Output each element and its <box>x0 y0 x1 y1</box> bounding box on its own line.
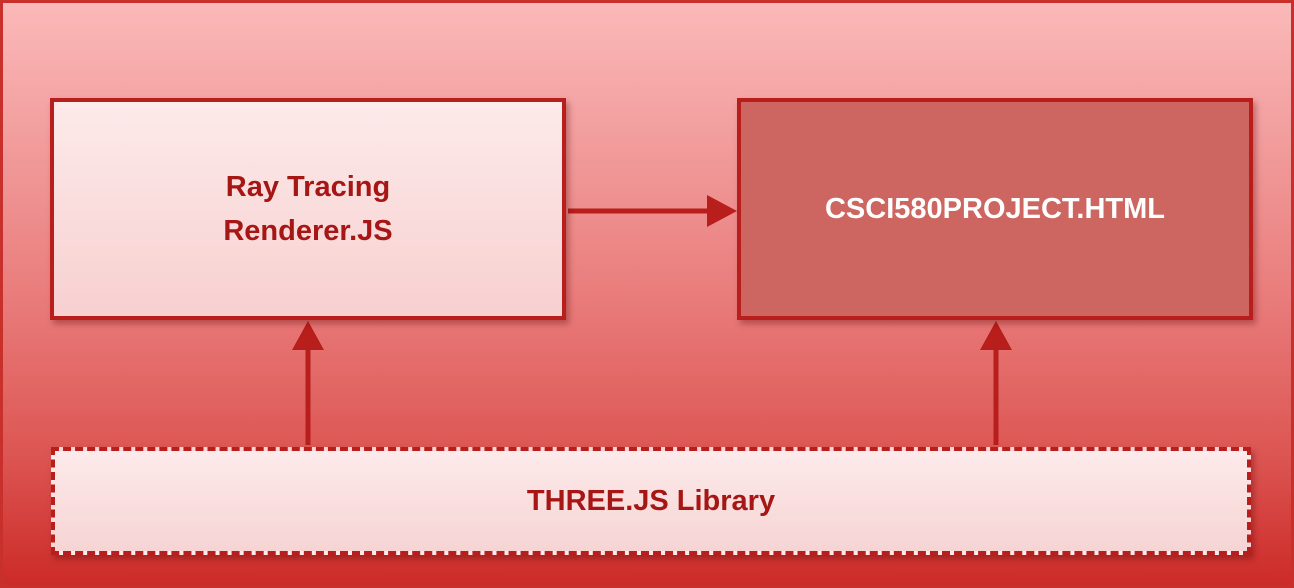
renderer-label: Ray Tracing Renderer.JS <box>223 165 392 253</box>
html-file-label: CSCI580PROJECT.HTML <box>824 192 1165 225</box>
renderer-label-line1: Ray Tracing <box>225 171 391 203</box>
arrow-library-to-html <box>980 321 1012 445</box>
arrow-renderer-to-html <box>568 195 737 227</box>
html-file-box: CSCI580PROJECT.HTML <box>737 98 1253 320</box>
arrow-library-to-renderer <box>292 321 324 445</box>
renderer-label-line2: Renderer.JS <box>223 215 393 247</box>
renderer-box: Ray Tracing Renderer.JS <box>50 98 566 320</box>
threejs-library-label: THREE.JS Library <box>526 484 776 517</box>
threejs-library-box: THREE.JS Library <box>51 447 1251 555</box>
